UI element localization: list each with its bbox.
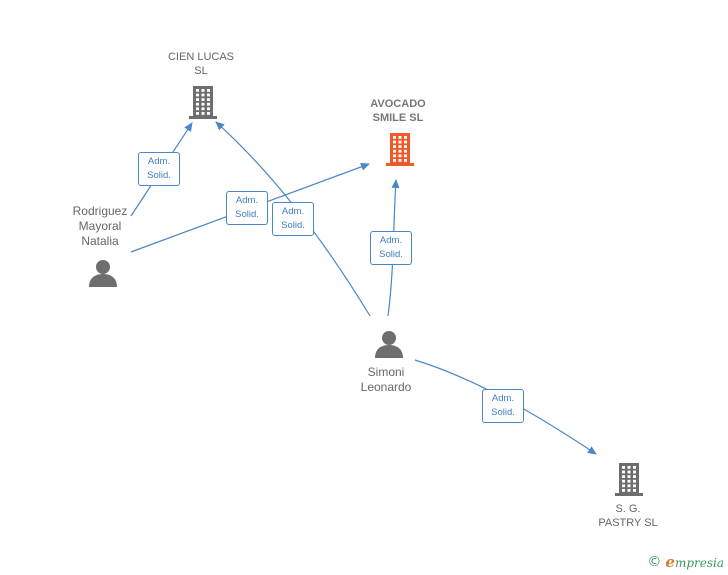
person-label-simoni-leonardo[interactable]: Simoni Leonardo xyxy=(360,365,412,394)
empresia-watermark: © empresia xyxy=(647,553,724,571)
edge-label[interactable]: Adm. Solid. xyxy=(272,202,314,236)
copyright-icon: © xyxy=(647,554,662,570)
building-icon[interactable] xyxy=(614,461,644,497)
brand-logo: empresia xyxy=(665,553,724,571)
company-label-avocado-smile[interactable]: AVOCADO SMILE SL xyxy=(370,98,426,124)
person-icon[interactable] xyxy=(374,329,404,359)
edge-layer xyxy=(130,121,597,455)
company-label-cien-lucas[interactable]: CIEN LUCAS SL xyxy=(167,51,235,77)
company-label-sg-pastry[interactable]: S. G. PASTRY SL xyxy=(598,503,658,529)
edge-label[interactable]: Adm. Solid. xyxy=(226,191,268,225)
building-icon[interactable] xyxy=(385,131,415,167)
edge-label[interactable]: Adm. Solid. xyxy=(138,152,180,186)
edge-label[interactable]: Adm. Solid. xyxy=(482,389,524,423)
person-label-rodriguez-mayoral-natalia[interactable]: Rodriguez Mayoral Natalia xyxy=(72,204,128,248)
edge-label[interactable]: Adm. Solid. xyxy=(370,231,412,265)
person-icon[interactable] xyxy=(88,258,118,288)
building-icon[interactable] xyxy=(188,84,218,120)
